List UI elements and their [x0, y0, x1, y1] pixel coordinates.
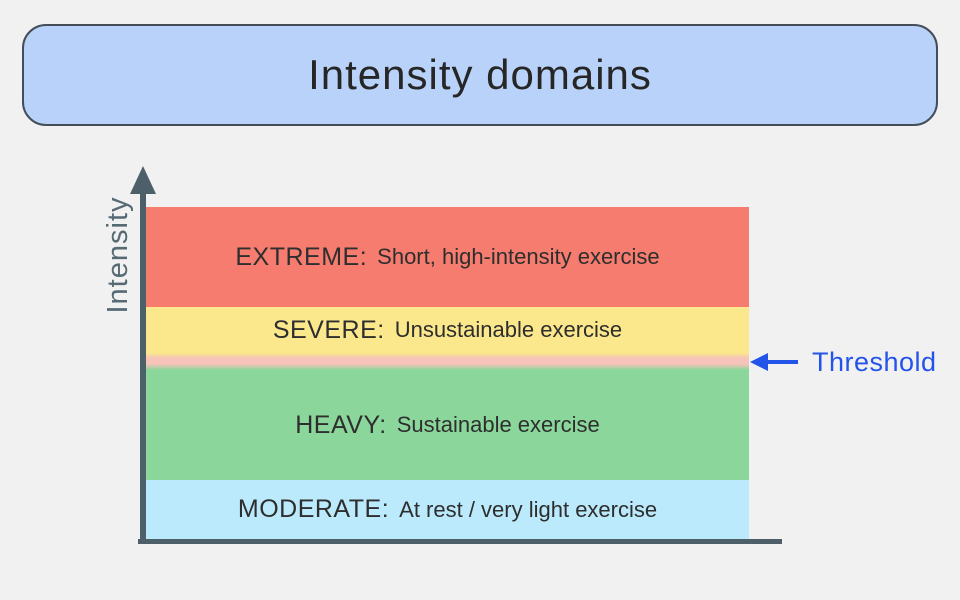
band-name: EXTREME: — [235, 242, 368, 271]
band-severe: SEVERE: Unsustainable exercise — [146, 307, 749, 353]
threshold-label: Threshold — [812, 346, 937, 377]
band-description: Unsustainable exercise — [394, 317, 623, 342]
threshold-strip — [146, 353, 749, 370]
band-extreme: EXTREME: Short, high-intensity exercise — [146, 207, 749, 307]
band-heavy: HEAVY: Sustainable exercise — [146, 370, 749, 480]
left-arrow-icon — [750, 353, 768, 371]
y-axis-line — [140, 186, 146, 543]
band-name: SEVERE: — [272, 315, 385, 344]
y-axis-label: Intensity — [102, 196, 134, 314]
band-moderate: MODERATE: At rest / very light exercise — [146, 480, 749, 539]
header-card: Intensity domains — [22, 24, 938, 126]
page-title: Intensity domains — [308, 51, 652, 98]
threshold-annotation: Threshold — [750, 346, 937, 378]
band-name: HEAVY: — [295, 410, 387, 439]
left-arrow-shaft — [768, 360, 798, 364]
band-description: At rest / very light exercise — [399, 496, 658, 522]
band-name: MODERATE: — [237, 495, 390, 523]
band-description: Short, high-intensity exercise — [377, 244, 660, 269]
intensity-bands: EXTREME: Short, high-intensity exercise … — [146, 207, 749, 539]
band-description: Sustainable exercise — [396, 412, 600, 437]
x-axis-line — [138, 539, 782, 544]
